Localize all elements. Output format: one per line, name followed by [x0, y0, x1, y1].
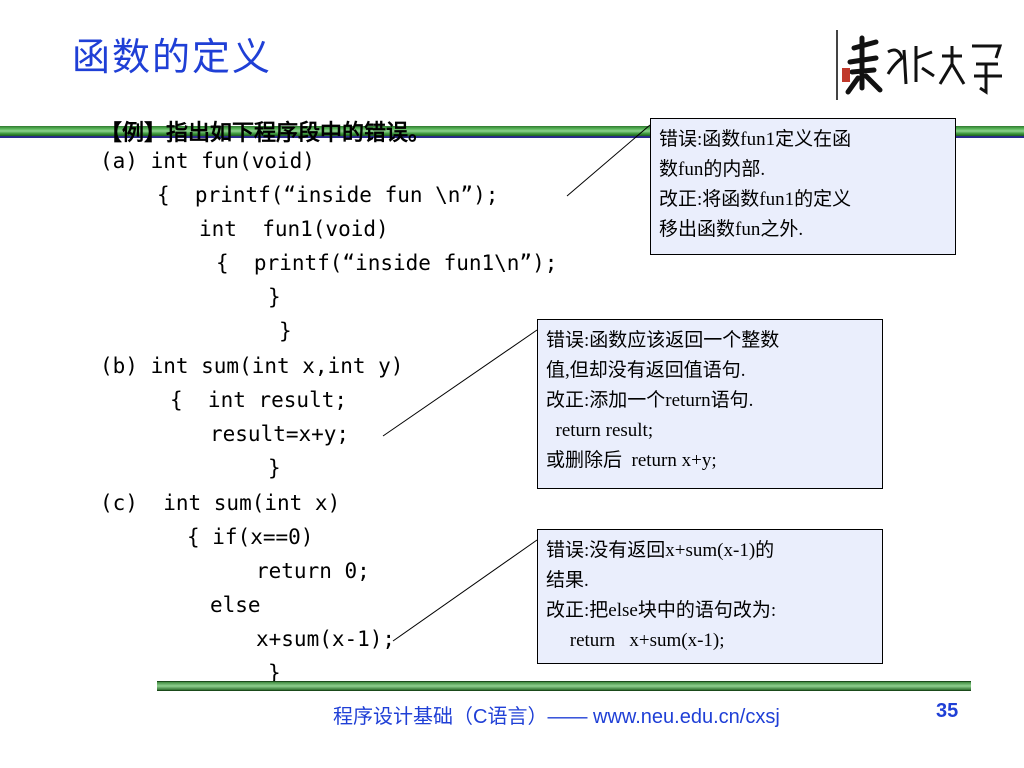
- footer-divider-bar: [157, 681, 971, 691]
- code-line: else: [210, 593, 261, 617]
- code-line: }: [268, 661, 281, 685]
- note-line: 移出函数fun之外.: [659, 219, 804, 241]
- page-title: 函数的定义: [72, 35, 273, 79]
- university-logo-icon: [836, 28, 1006, 102]
- code-line: x+sum(x-1);: [256, 627, 396, 651]
- note-line: 值,但却没有返回值语句.: [546, 360, 746, 382]
- title-divider-bar: [0, 126, 1024, 136]
- code-line: { int result;: [170, 388, 348, 412]
- error-note-c: 错误:没有返回x+sum(x-1)的 结果. 改正:把else块中的语句改为: …: [537, 529, 883, 664]
- code-line: return 0;: [256, 559, 370, 583]
- note-line: 错误:函数应该返回一个整数: [546, 330, 780, 351]
- code-line: (c) int sum(int x): [100, 491, 341, 515]
- note-line: 或删除后 return x+y;: [546, 450, 717, 472]
- callout-line-3: [392, 539, 538, 642]
- note-line: 错误:没有返回x+sum(x-1)的: [546, 540, 775, 561]
- title-divider-underline: [0, 136, 1024, 138]
- code-line: result=x+y;: [210, 422, 350, 446]
- code-line: (b) int sum(int x,int y): [100, 354, 404, 378]
- code-line: (a) int fun(void): [100, 149, 315, 173]
- example-heading: 【例】指出如下程序段中的错误。: [100, 121, 431, 146]
- note-line: return x+sum(x-1);: [546, 630, 725, 652]
- code-line: { printf(“inside fun \n”);: [157, 183, 499, 207]
- code-line: }: [268, 285, 281, 309]
- code-line: { if(x==0): [187, 525, 314, 549]
- code-line: { printf(“inside fun1\n”);: [216, 251, 558, 275]
- note-line: 改正:添加一个return语句.: [546, 390, 754, 412]
- note-line: 改正:将函数fun1的定义: [659, 189, 852, 211]
- note-line: 错误:函数fun1定义在函: [659, 129, 852, 150]
- code-line: }: [279, 319, 292, 343]
- note-line: 数fun的内部.: [659, 159, 766, 181]
- code-line: int fun1(void): [199, 217, 389, 241]
- note-line: 改正:把else块中的语句改为:: [546, 600, 777, 622]
- page-number: 35: [936, 700, 959, 722]
- error-note-a: 错误:函数fun1定义在函 数fun的内部. 改正:将函数fun1的定义 移出函…: [650, 118, 956, 255]
- note-line: 结果.: [546, 570, 589, 592]
- error-note-b: 错误:函数应该返回一个整数 值,但却没有返回值语句. 改正:添加一个return…: [537, 319, 883, 489]
- callout-line-2: [382, 329, 538, 437]
- note-line: return result;: [546, 420, 654, 442]
- footer-text: 程序设计基础（C语言）—— www.neu.edu.cn/cxsj: [333, 706, 780, 728]
- code-line: }: [268, 456, 281, 480]
